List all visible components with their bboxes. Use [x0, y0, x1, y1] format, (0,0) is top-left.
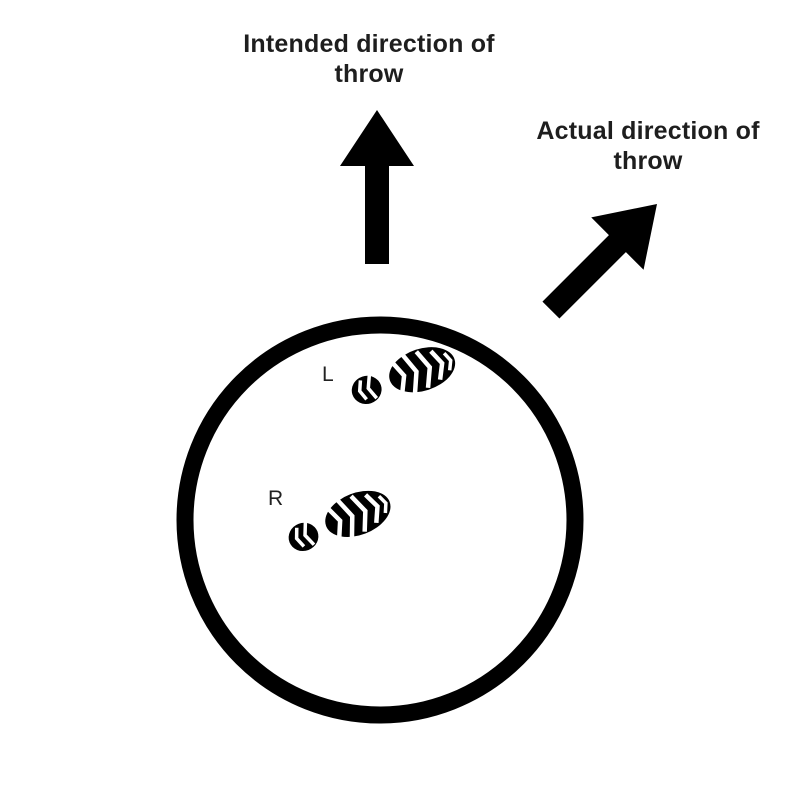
actual-direction-label-line1: Actual direction of — [536, 117, 760, 145]
intended-direction-label-line1: Intended direction of — [243, 30, 495, 58]
left-foot-label: L — [322, 363, 334, 386]
intended-direction-arrow-icon — [340, 110, 414, 264]
intended-direction-label-line2: throw — [334, 60, 404, 88]
actual-direction-label-line2: throw — [613, 147, 683, 175]
right-foot-label: R — [268, 487, 284, 510]
actual-direction-label: Actual direction of throw — [530, 116, 766, 176]
left-bootprint-icon — [345, 339, 461, 412]
right-bootprint-icon — [281, 482, 397, 560]
actual-direction-arrow-icon — [542, 204, 657, 319]
intended-direction-label: Intended direction of throw — [238, 29, 500, 89]
throwing-circle — [176, 316, 584, 724]
